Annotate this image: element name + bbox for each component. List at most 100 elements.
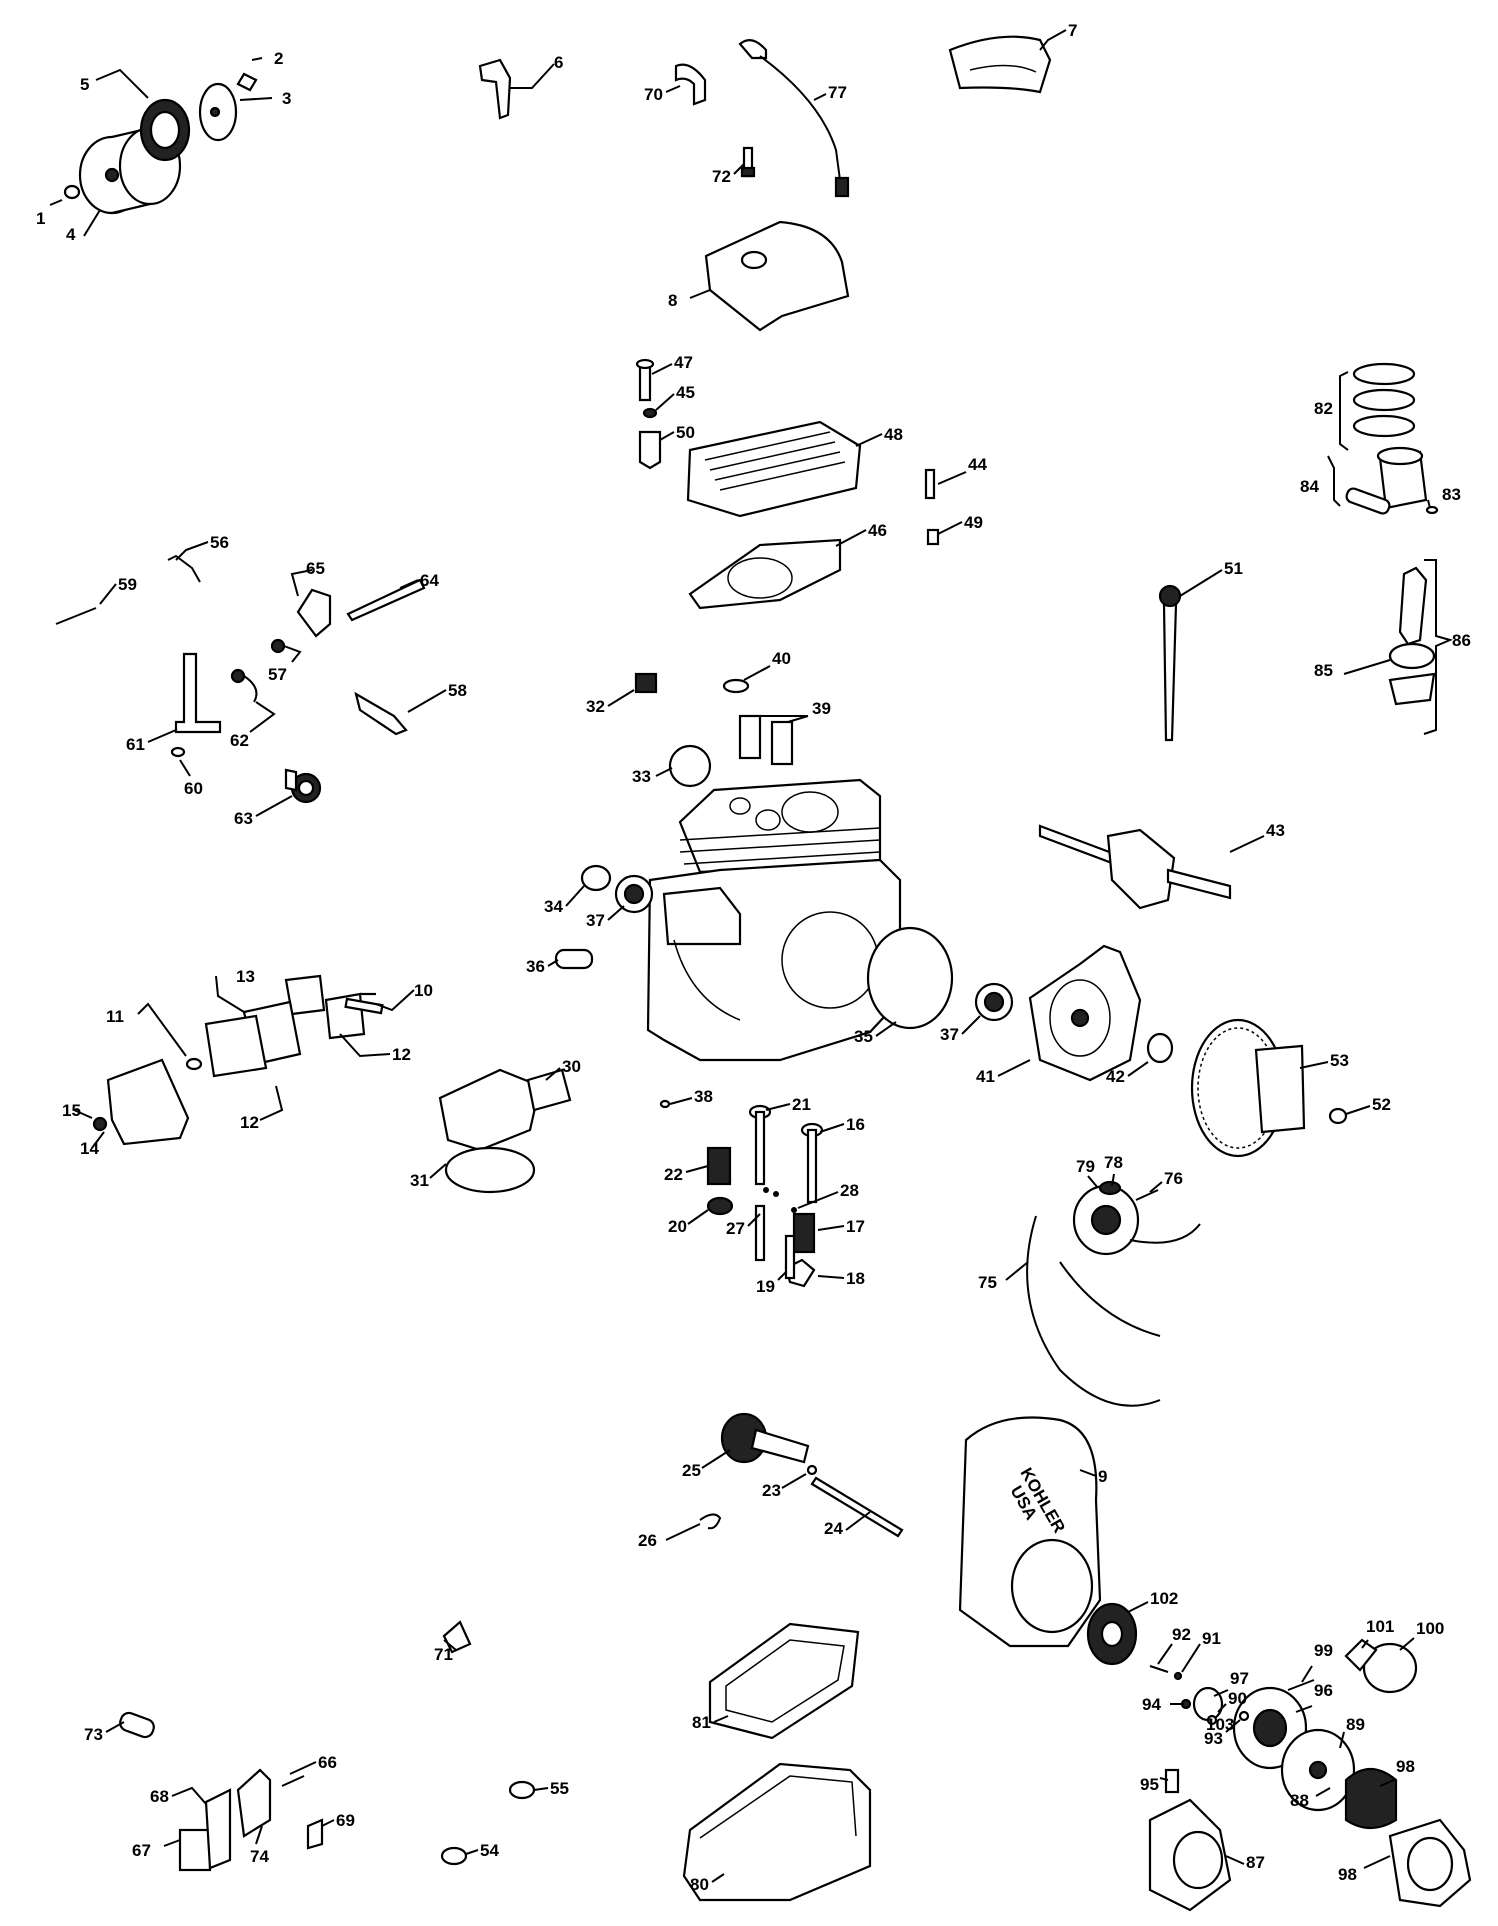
callout-label: 97 xyxy=(1230,1669,1249,1688)
block-fins xyxy=(679,827,881,865)
leader-57 xyxy=(283,645,302,663)
washer-40-part xyxy=(722,678,750,694)
leader-85 xyxy=(1343,659,1391,675)
callout-label: 74 xyxy=(250,1847,269,1866)
seal-42-part xyxy=(1146,1032,1174,1064)
callout-label: 12 xyxy=(240,1113,259,1132)
leader-9 xyxy=(1079,1469,1097,1477)
spark-plug-boot-part xyxy=(738,39,768,60)
bracket-74-part xyxy=(236,1768,272,1838)
bracket-82 xyxy=(1339,371,1349,451)
valve-21-stem xyxy=(754,1110,766,1186)
bearing-plate-face xyxy=(1049,979,1111,1057)
pulley-96-center xyxy=(1252,1708,1288,1748)
valve-port-2 xyxy=(755,809,781,831)
screw-92-part xyxy=(1149,1665,1169,1673)
callout-label: 3 xyxy=(282,89,291,108)
leader-1 xyxy=(49,199,63,206)
crankshaft-43-part xyxy=(1106,828,1176,910)
callout-label: 37 xyxy=(940,1025,959,1044)
valve-guide-39b-part xyxy=(770,720,794,766)
leader-60 xyxy=(179,759,191,777)
leader-3 xyxy=(239,97,273,101)
carburetor-breather-group xyxy=(92,974,572,1194)
spring-56-part xyxy=(167,554,201,583)
callout-label: 46 xyxy=(868,521,887,540)
leader-17 xyxy=(817,1225,845,1231)
washer-23-part xyxy=(806,1464,818,1476)
leader-14 xyxy=(91,1131,105,1149)
leader-68 xyxy=(171,1786,207,1805)
callout-label: 26 xyxy=(638,1531,657,1550)
callout-label: 67 xyxy=(132,1841,151,1860)
callout-label: 21 xyxy=(792,1095,811,1114)
leader-10 xyxy=(375,989,415,1012)
leader-93 xyxy=(1225,1719,1241,1733)
callout-label: 86 xyxy=(1452,631,1471,650)
leader-25 xyxy=(701,1449,731,1469)
callout-label: 12 xyxy=(392,1045,411,1064)
leader-52 xyxy=(1345,1105,1371,1115)
leader-49 xyxy=(937,521,963,535)
leader-63 xyxy=(255,795,293,817)
leader-51 xyxy=(1179,569,1223,597)
leader-42 xyxy=(1127,1061,1149,1077)
pin-95-part xyxy=(1164,1768,1180,1794)
callout-label: 44 xyxy=(968,455,987,474)
leader-92 xyxy=(1157,1643,1173,1665)
leader-31 xyxy=(429,1163,447,1179)
leader-38 xyxy=(669,1097,693,1105)
boot-70-part xyxy=(674,63,707,106)
callout-label: 82 xyxy=(1314,399,1333,418)
governor-gear-hub xyxy=(297,779,315,797)
screw-100-part xyxy=(1287,1679,1315,1691)
rod-cap-part xyxy=(1388,642,1436,670)
leader-11 xyxy=(137,1002,187,1057)
stud-44-part xyxy=(924,468,936,500)
leader-33 xyxy=(655,767,673,777)
leader-6 xyxy=(510,63,555,89)
gasket-55-part xyxy=(508,1780,536,1800)
spark-plug-lead-part xyxy=(759,55,841,181)
bracket-68-part xyxy=(204,1788,232,1870)
retainer-20-part xyxy=(706,1196,734,1216)
leader-53 xyxy=(1299,1061,1329,1069)
leader-20 xyxy=(687,1209,709,1225)
leader-87 xyxy=(1225,1855,1245,1865)
base-gasket-part xyxy=(236,72,258,92)
callout-label: 95 xyxy=(1140,1775,1159,1794)
callout-label: 35 xyxy=(854,1027,873,1046)
leader-99 xyxy=(1379,1779,1395,1787)
callout-label: 2 xyxy=(274,49,283,68)
rectifier-67-part xyxy=(178,1828,212,1872)
callout-label: 43 xyxy=(1266,821,1285,840)
callout-label: 58 xyxy=(448,681,467,700)
leader-45 xyxy=(655,393,675,411)
screw-76-part xyxy=(1135,1189,1159,1201)
callout-label: 76 xyxy=(1164,1169,1183,1188)
blower-housing-opening xyxy=(1010,1538,1094,1634)
seal-34-part xyxy=(580,864,612,892)
callout-label: 101 xyxy=(1366,1617,1394,1636)
retainer-101-part xyxy=(1362,1642,1418,1694)
key-a xyxy=(763,1187,769,1193)
tube-73-part xyxy=(119,1711,155,1739)
valve-train-group xyxy=(659,1099,824,1288)
pawl-90-part xyxy=(1206,1714,1218,1726)
air-filter-inner xyxy=(149,110,181,150)
washer-60-part xyxy=(170,746,186,758)
cylinder-head-shroud-8-part xyxy=(704,220,850,332)
callout-label: 11 xyxy=(106,1007,124,1026)
ring-82b-part xyxy=(1352,388,1416,412)
leader-67 xyxy=(163,1839,181,1847)
nut-57-part xyxy=(270,638,286,654)
leader-30 xyxy=(545,1067,561,1081)
leader-35 xyxy=(875,1021,897,1037)
callout-label: 93 xyxy=(1204,1729,1223,1748)
screw-66-part xyxy=(281,1775,305,1787)
washer-91-part xyxy=(1173,1671,1183,1681)
leader-lines xyxy=(49,29,1453,1883)
leader-80 xyxy=(711,1873,725,1883)
callout-label: 48 xyxy=(884,425,903,444)
leader-74 xyxy=(255,1825,263,1845)
